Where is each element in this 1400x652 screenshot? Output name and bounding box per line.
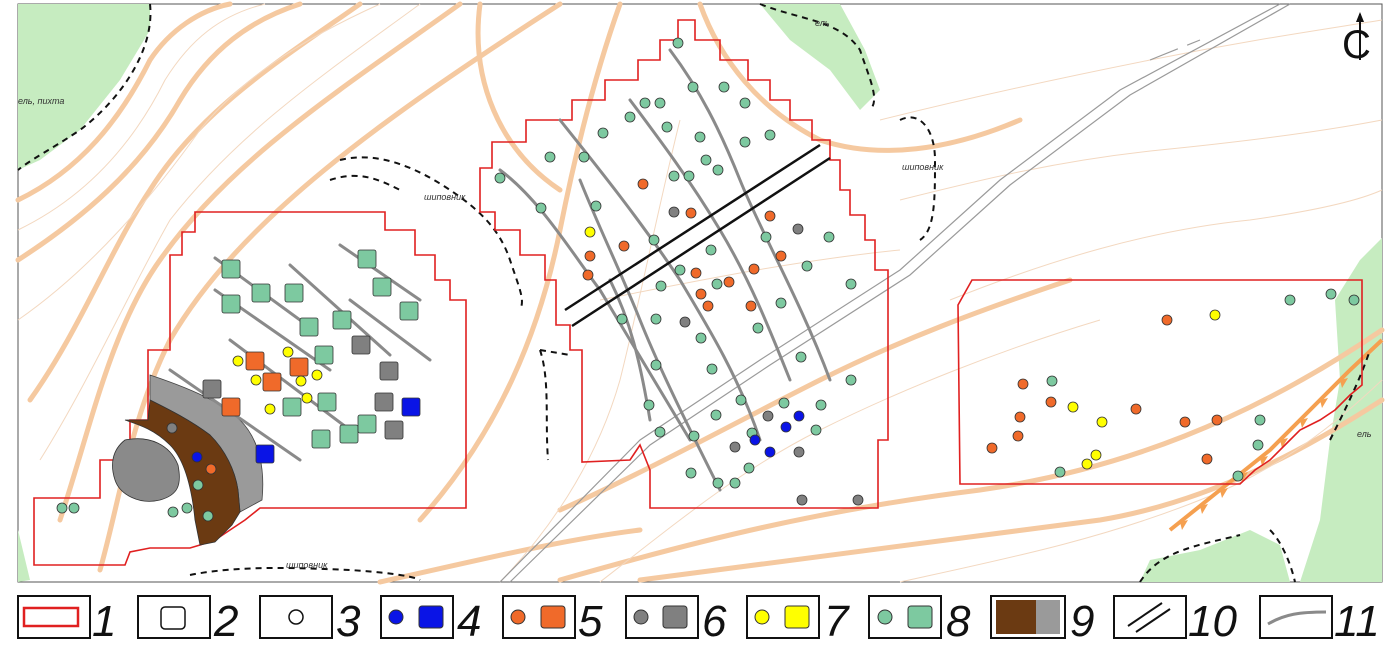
vegetation-boundaries (17, 3, 1371, 583)
legend-num-8: 8 (946, 597, 971, 646)
legend-num-6: 6 (702, 597, 727, 646)
legend: 1 2 3 4 5 (17, 595, 1380, 646)
label-rosehip-1: шиповник (424, 192, 466, 202)
legend-item-9: 9 (990, 595, 1094, 646)
forest-zone-topleft (18, 4, 150, 170)
legend-item-11: 11 (1259, 595, 1380, 646)
legend-num-9: 9 (1070, 597, 1094, 646)
legend-item-10: 10 (1113, 595, 1237, 646)
legend-num-4: 4 (457, 597, 481, 646)
legend-num-2: 2 (213, 597, 238, 646)
contour-lines-minor (17, 3, 1383, 583)
legend-num-11: 11 (1334, 597, 1380, 646)
gray-rock (112, 438, 180, 502)
label-rosehip-2: шиповник (902, 162, 944, 172)
legend-item-7: 7 (746, 595, 850, 646)
label-spruce-top: ель (815, 18, 830, 28)
label-spruce-fir: ель, пихта (18, 96, 64, 106)
legend-num-1: 1 (92, 597, 116, 646)
label-rosehip-3: шиповник (286, 560, 328, 570)
find-circles (56, 37, 1360, 522)
legend-item-8: 8 (868, 595, 971, 646)
legend-item-6: 6 (625, 595, 727, 646)
forest-zone-bottomright (1140, 530, 1290, 582)
legend-num-7: 7 (824, 597, 850, 646)
north-label: С (1342, 23, 1371, 67)
forest-zone-bottomleft (18, 530, 30, 582)
legend-num-3: 3 (336, 597, 361, 646)
contour-lines-major (15, 1, 1385, 585)
legend-item-1: 1 (17, 595, 116, 646)
legend-item-5: 5 (502, 595, 603, 646)
legend-item-2: 2 (137, 595, 238, 646)
legend-item-3: 3 (259, 595, 361, 646)
label-spruce-right: ель (1357, 429, 1372, 439)
road-lines (499, 3, 1291, 583)
forest-zone-top (760, 4, 880, 110)
fault-line (1168, 338, 1384, 532)
north-arrow-icon: С (1342, 12, 1371, 67)
brown-deposit (124, 399, 241, 546)
find-squares (202, 249, 421, 464)
legend-item-4: 4 (380, 595, 481, 646)
legend-num-5: 5 (578, 597, 603, 646)
legend-num-10: 10 (1188, 597, 1237, 646)
double-line (564, 143, 831, 328)
